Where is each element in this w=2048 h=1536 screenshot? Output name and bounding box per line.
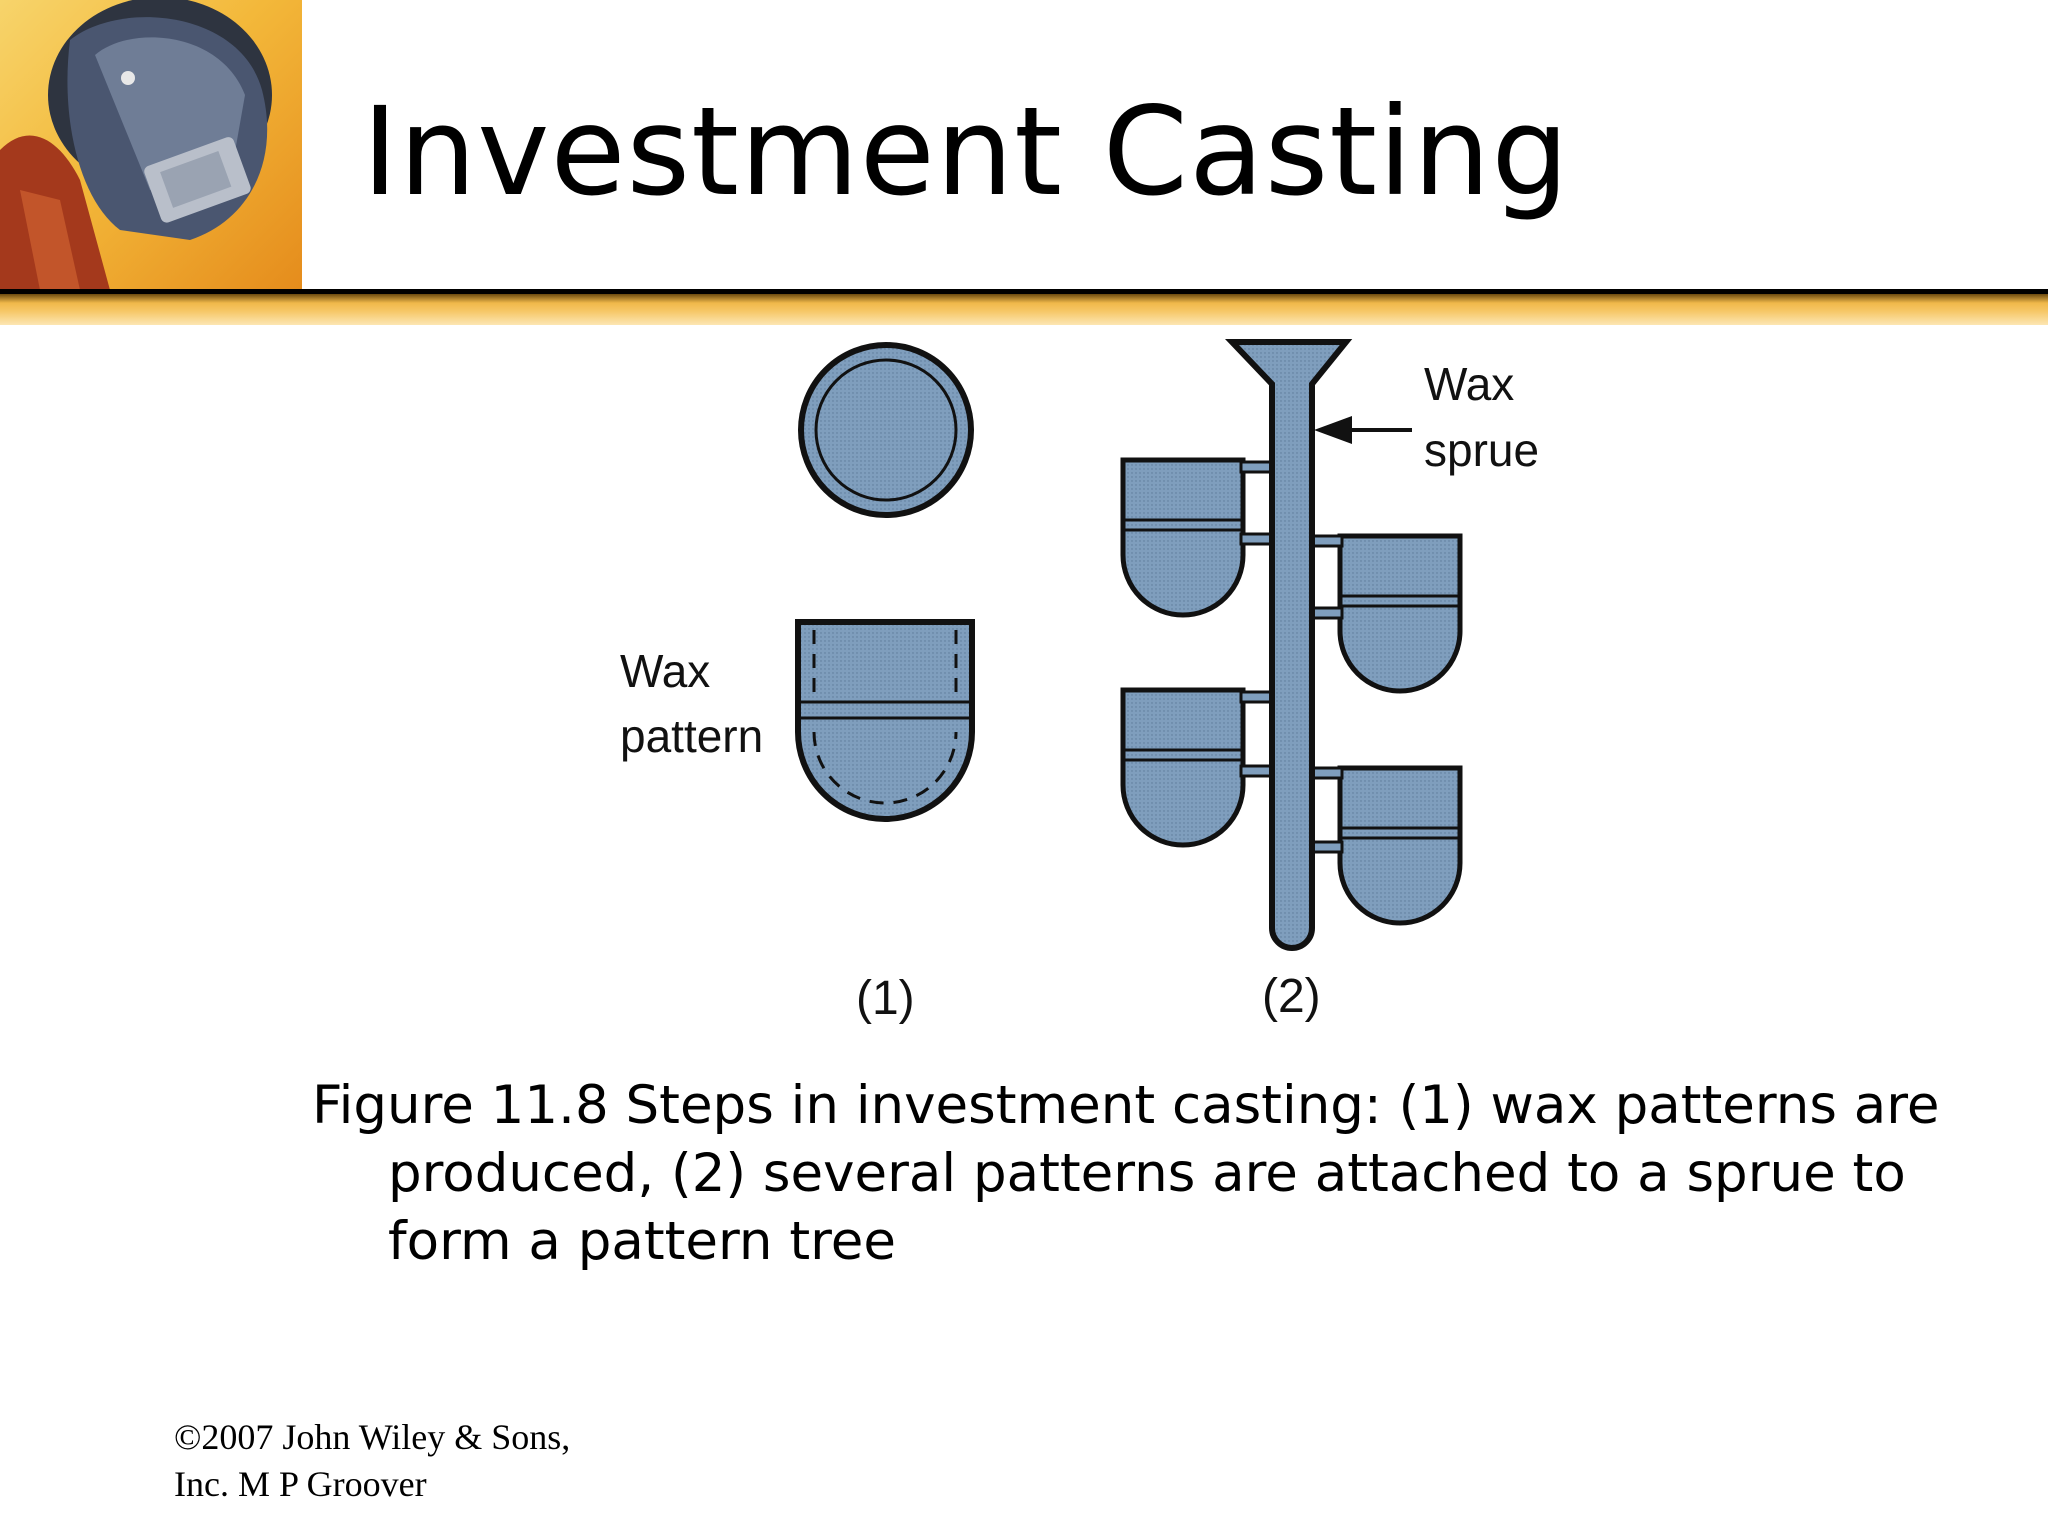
sprue-arrow xyxy=(1314,416,1412,444)
figure-drawing: Wax pattern Wax sprue xyxy=(620,339,1539,1025)
step-2-label: (2) xyxy=(1262,970,1321,1023)
wax-sprue-label-line1: Wax xyxy=(1424,358,1514,410)
step-1-label: (1) xyxy=(856,972,915,1025)
title-divider xyxy=(0,289,2048,325)
pattern-tree xyxy=(1123,339,1460,951)
wax-pattern-top-view xyxy=(798,342,974,518)
welder-helmet-image xyxy=(0,0,302,290)
wax-pattern-side-view xyxy=(795,619,975,822)
slide-title: Investment Casting xyxy=(362,81,1570,223)
figure-caption: Figure 11.8 Steps in investment casting:… xyxy=(312,1075,1940,1272)
copyright-notice: ©2007 John Wiley & Sons, Inc. M P Groove… xyxy=(174,1417,571,1504)
wax-pattern-label-line2: pattern xyxy=(620,710,763,762)
investment-casting-figure: Wax pattern Wax sprue xyxy=(600,332,1600,1042)
wax-sprue xyxy=(1225,339,1353,951)
wax-sprue-label-line2: sprue xyxy=(1424,424,1539,476)
wax-pattern-label-line1: Wax xyxy=(620,645,710,697)
welder-helmet-illustration xyxy=(0,0,272,290)
